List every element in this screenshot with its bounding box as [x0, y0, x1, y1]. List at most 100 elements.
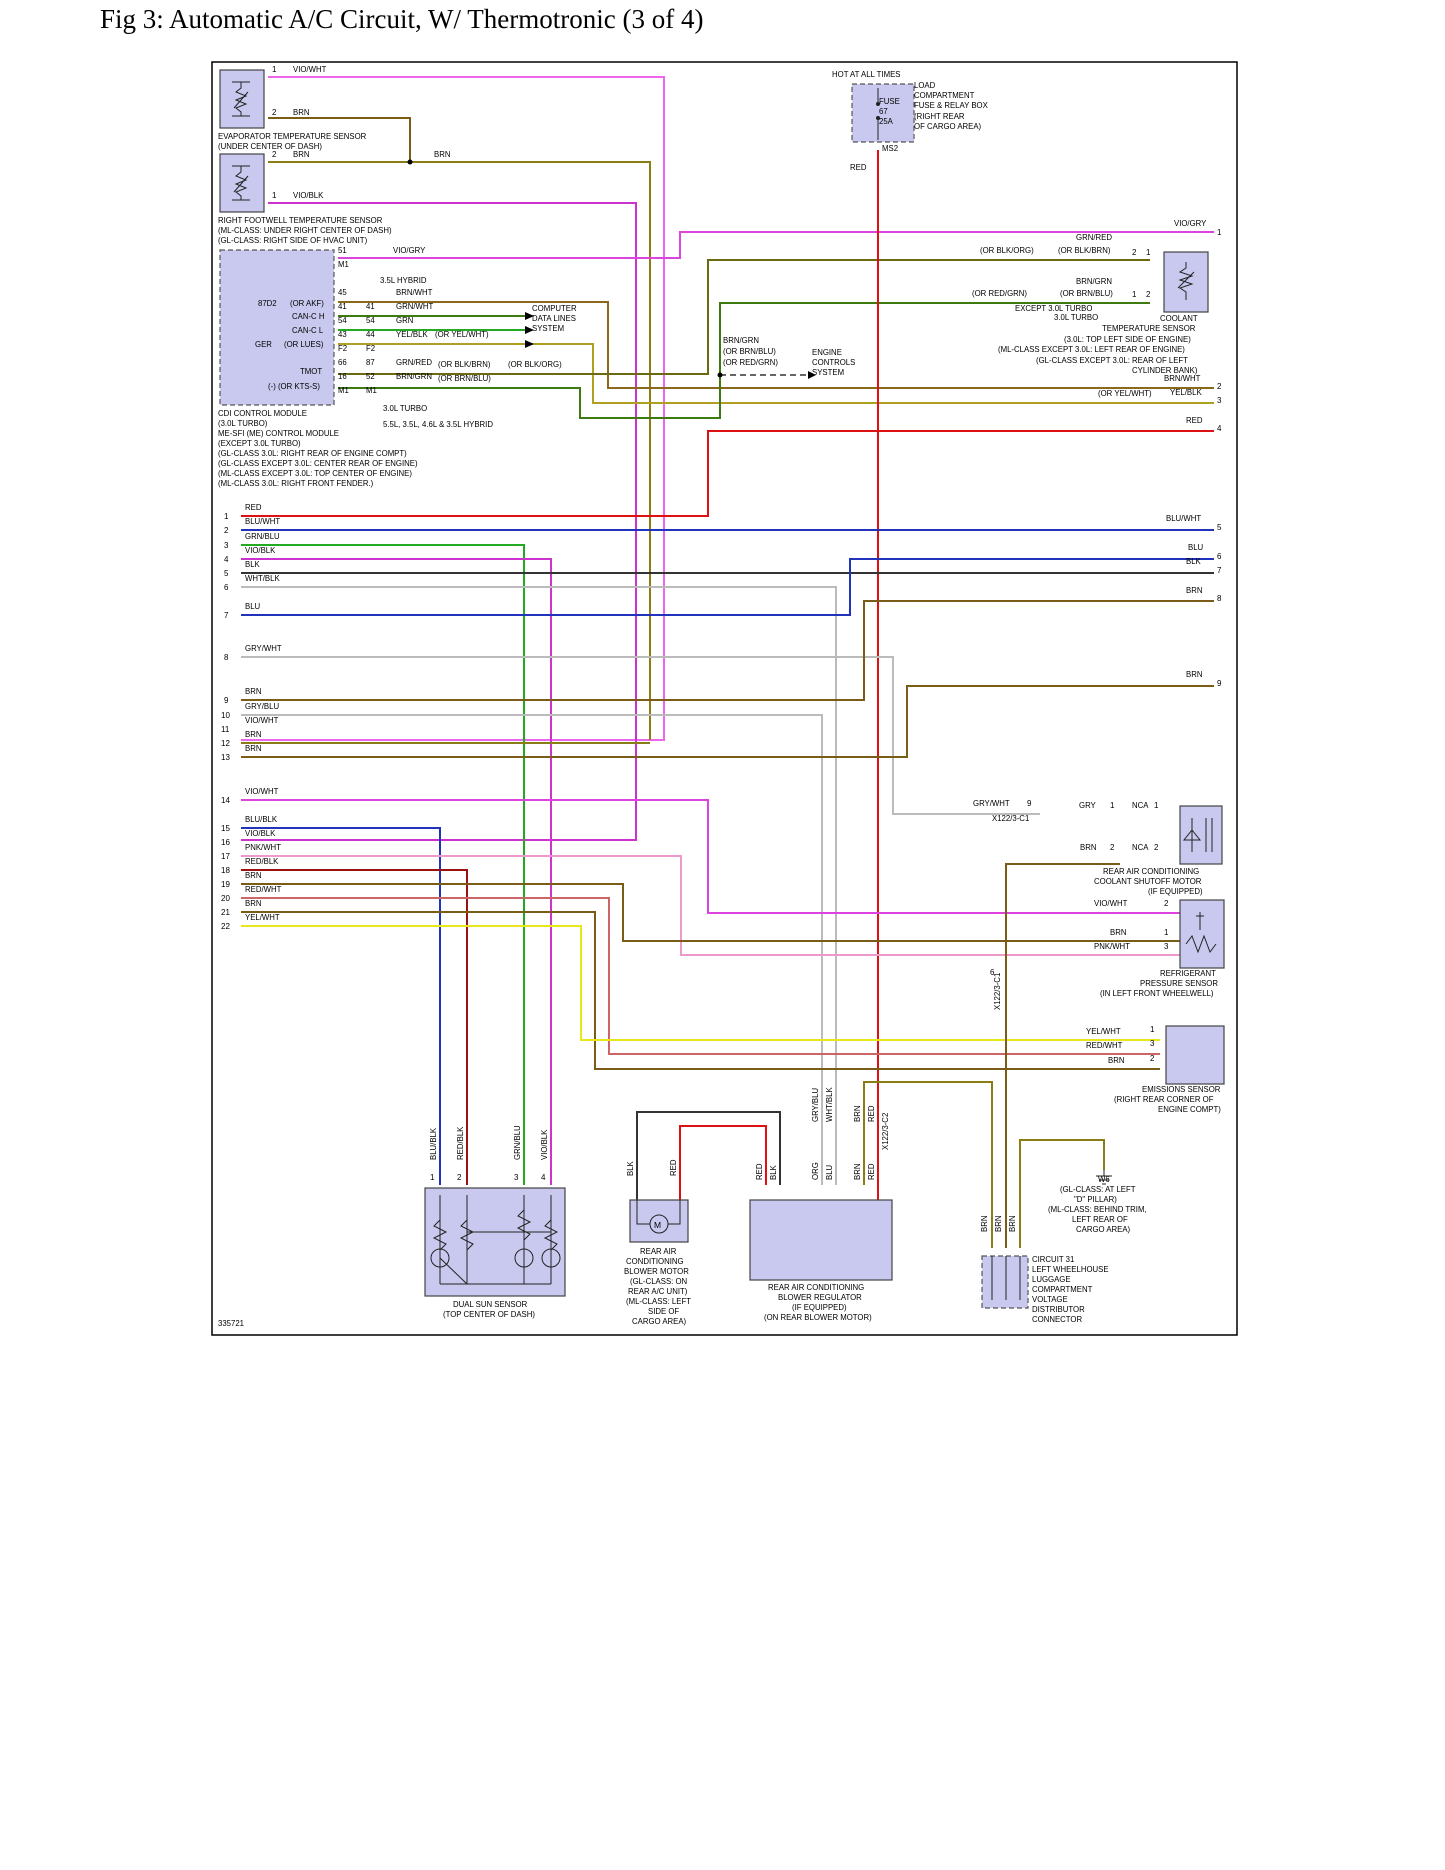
diagram-text: 41	[338, 302, 347, 311]
diagram-text: 21	[221, 908, 230, 917]
diagram-text: RED/WHT	[1086, 1041, 1123, 1050]
diagram-text: VIO/BLK	[293, 191, 324, 200]
diagram-text: (ML-CLASS EXCEPT 3.0L: TOP CENTER OF ENG…	[218, 469, 412, 478]
diagram-text: (GL-CLASS EXCEPT 3.0L: CENTER REAR OF EN…	[218, 459, 418, 468]
diagram-text: 54	[366, 316, 375, 325]
diagram-text: BLU	[825, 1164, 834, 1180]
diagram-text: BRN	[245, 730, 261, 739]
wire-pnk-wht	[241, 855, 1180, 956]
diagram-text: FUSE & RELAY BOX	[914, 101, 989, 110]
wire-gry-wht	[241, 656, 1040, 815]
diagram-text: CYLINDER BANK)	[1132, 366, 1198, 375]
diagram-text: X122/3-C1	[992, 814, 1029, 823]
diagram-text: "D" PILLAR)	[1074, 1195, 1117, 1204]
emissions-sensor-label: EMISSIONS SENSOR	[1142, 1085, 1221, 1094]
diagram-text: DATA LINES	[532, 314, 576, 323]
diagram-text: CONDITIONING	[626, 1257, 684, 1266]
diagram-text: RED/BLK	[245, 857, 279, 866]
diagram-text: 5.5L, 3.5L, 4.6L & 3.5L HYBRID	[383, 420, 493, 429]
diagram-text: (OR LUES)	[284, 340, 324, 349]
module-id: 87D2	[258, 299, 277, 308]
diagram-text: VOLTAGE	[1032, 1295, 1068, 1304]
diagram-text: 5	[224, 569, 229, 578]
diagram-text: TMOT	[300, 367, 322, 376]
diagram-text: COMPARTMENT	[1032, 1285, 1093, 1294]
diagram-text: GRY/BLU	[811, 1088, 820, 1122]
diagram-text: BRN/WHT	[1164, 374, 1201, 383]
diagram-text: VIO/WHT	[1094, 899, 1128, 908]
diagram-text: REAR A/C UNIT)	[628, 1287, 688, 1296]
diagram-text: VIO/BLK	[245, 829, 276, 838]
diagram-text: (OR RED/GRN)	[723, 358, 778, 367]
diagram-text: 19	[221, 880, 230, 889]
figure-id: 335721	[218, 1319, 244, 1328]
wire-blu	[241, 558, 1214, 616]
diagram-text: 18	[221, 866, 230, 875]
diagram-text: NCA	[1132, 801, 1149, 810]
diagram-text: TEMPERATURE SENSOR	[1102, 324, 1196, 333]
diagram-text: RED	[755, 1163, 764, 1180]
wire-red-4	[241, 430, 1214, 517]
diagram-text: BRN	[853, 1164, 862, 1180]
diagram-text: LEFT REAR OF	[1072, 1215, 1128, 1224]
diagram-text: ME-SFI (ME) CONTROL MODULE	[218, 429, 339, 438]
circuit31-label: CIRCUIT 31	[1032, 1255, 1074, 1264]
diagram-text: 2	[1150, 1054, 1155, 1063]
diagram-text: 5	[1217, 523, 1222, 532]
diagram-text: 41	[366, 302, 375, 311]
diagram-text: (OR AKF)	[290, 299, 324, 308]
diagram-text: BRN	[245, 744, 261, 753]
wire-brn-grn	[338, 302, 1150, 419]
data-arrows	[407, 159, 816, 379]
diagram-text: 13	[221, 753, 230, 762]
diagram-text: PRESSURE SENSOR	[1140, 979, 1218, 988]
diagram-text: 2	[1146, 290, 1151, 299]
diagram-text: BRN	[245, 871, 261, 880]
diagram-text: CONNECTOR	[1032, 1315, 1082, 1324]
diagram-text: 2	[1154, 843, 1159, 852]
diagram-text: VIO/GRY	[1174, 219, 1207, 228]
diagram-text: DISTRIBUTOR	[1032, 1305, 1085, 1314]
diagram-text: (TOP CENTER OF DASH)	[443, 1310, 535, 1319]
diagram-text: 9	[224, 696, 229, 705]
diagram-text: BLK	[245, 560, 261, 569]
wire-brn-evap	[268, 117, 411, 162]
diagram-text: RED	[867, 1163, 876, 1180]
diagram-text: BLU/WHT	[1166, 514, 1201, 523]
page-title: Fig 3: Automatic A/C Circuit, W/ Thermot…	[100, 4, 704, 34]
diagram-text: YEL/WHT	[1086, 1027, 1121, 1036]
diagram-text: 6	[990, 968, 995, 977]
diagram-text: 2	[1110, 843, 1115, 852]
diagram-text: BRN/GRN	[723, 336, 759, 345]
diagram-text: 2	[224, 526, 229, 535]
diagram-text: 3.5L HYBRID	[380, 276, 427, 285]
wire-brn-13	[241, 685, 1214, 758]
diagram-text: (OR YEL/WHT)	[435, 330, 489, 339]
diagram-text: GRY/WHT	[973, 799, 1010, 808]
diagram-text: 20	[221, 894, 230, 903]
diagram-text: VIO/WHT	[245, 716, 279, 725]
emissions-sensor	[1165, 1025, 1225, 1085]
diagram-text: YEL/WHT	[245, 913, 280, 922]
diagram-text: PNK/WHT	[245, 843, 281, 852]
diagram-text: 2	[457, 1173, 462, 1182]
diagram-text: VIO/WHT	[245, 787, 279, 796]
diagram-text: 16	[221, 838, 230, 847]
diagram-text: VIO/GRY	[393, 246, 426, 255]
diagram-text: VIO/BLK	[540, 1129, 549, 1160]
diagram-text: (OR BLK/ORG)	[508, 360, 562, 369]
footwell-sensor	[219, 153, 265, 213]
diagram-text: 9	[1027, 799, 1032, 808]
diagram-text: X122/3-C1	[993, 973, 1002, 1010]
diagram-text: 9	[1217, 679, 1222, 688]
diagram-text: BLOWER REGULATOR	[778, 1293, 862, 1302]
diagram-text: (OR BLK/BRN)	[1058, 246, 1111, 255]
diagram-text: GRN/BLU	[245, 532, 280, 541]
diagram-line	[525, 312, 534, 348]
diagram-text: 2	[1164, 899, 1169, 908]
diagram-text: 44	[366, 330, 375, 339]
coolant-temp-sensor	[1163, 251, 1209, 313]
diagram-text: (OR BLK/BRN)	[438, 360, 491, 369]
pin-label: 1	[272, 65, 277, 74]
